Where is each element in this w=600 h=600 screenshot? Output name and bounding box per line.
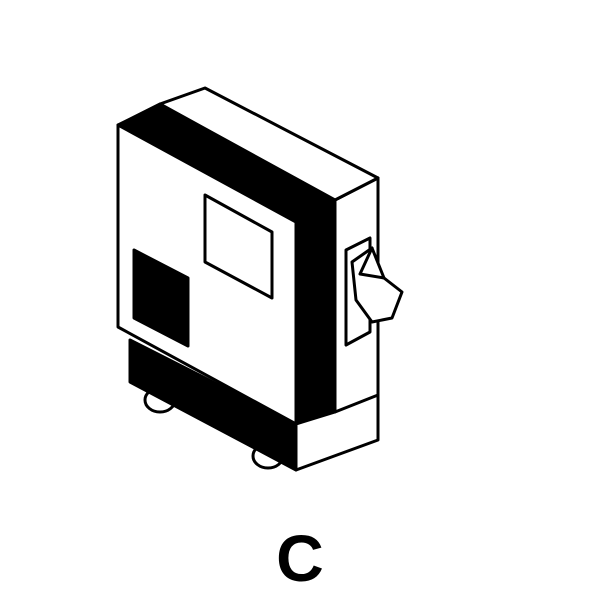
front-band [294,198,337,426]
front-face [116,123,298,426]
figure-label: C [276,521,324,595]
front-window [203,193,274,300]
top-face [158,86,380,202]
toggle-lever-edge [358,246,386,280]
dark-label [132,248,190,348]
